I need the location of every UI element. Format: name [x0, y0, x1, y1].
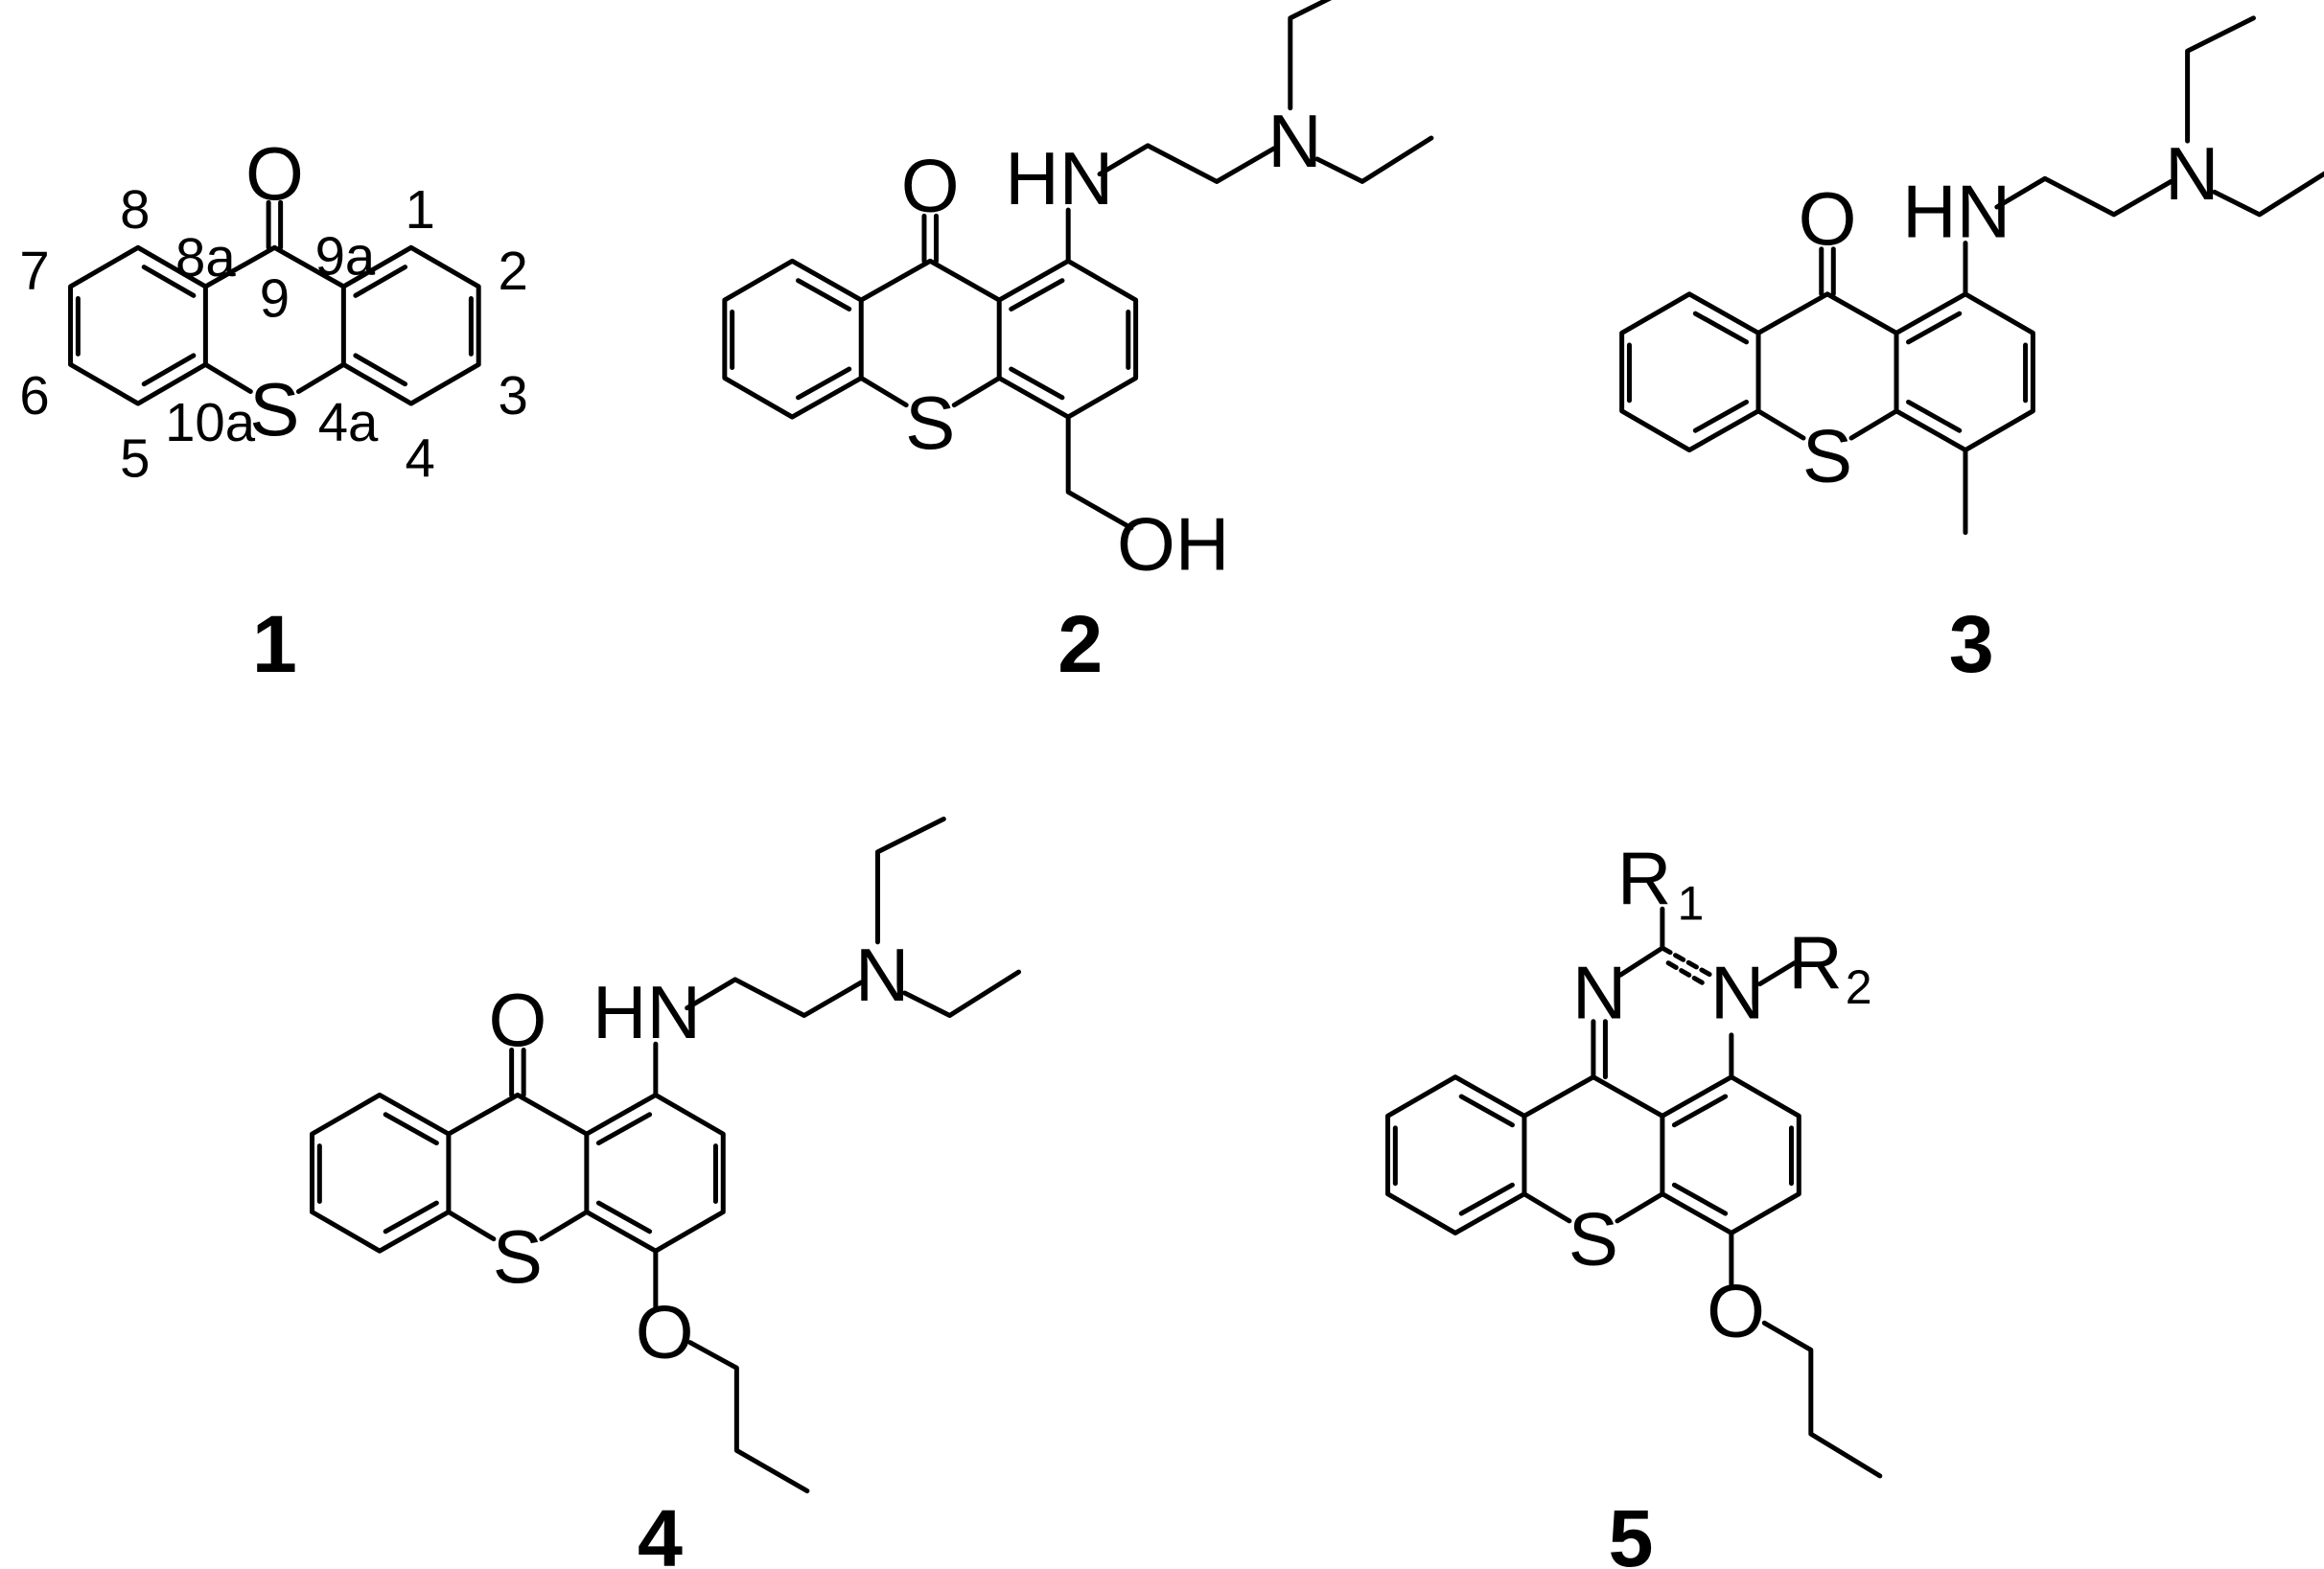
compound-1-position-4: 4 [406, 428, 435, 489]
compound-5-ether-oxygen: O [1707, 1268, 1765, 1352]
compound-2-label: 2 [1057, 599, 1103, 689]
compound-1-position-3: 3 [499, 365, 528, 426]
compound-1-position-2: 2 [499, 241, 528, 301]
compound-3-label: 3 [1949, 599, 1994, 689]
svg-text:2: 2 [1846, 960, 1872, 1014]
compound-2-sulfur: S [905, 381, 955, 465]
svg-text:R: R [1788, 920, 1843, 1004]
compound-1-carbonyl-oxygen: O [245, 131, 304, 216]
svg-text:1: 1 [1678, 876, 1705, 930]
compound-4-ether-oxygen: O [636, 1289, 694, 1373]
svg-text:R: R [1617, 837, 1672, 921]
compound-1-position-6: 6 [19, 365, 49, 426]
compound-1-sulfur: S [249, 367, 299, 451]
compound-5-label: 5 [1609, 1493, 1654, 1569]
compound-2-structure: O S HN N OH [722, 0, 1434, 587]
compound-4-structure: O S HN N O [309, 816, 1022, 1494]
compound-3-carbonyl-oxygen: O [1799, 176, 1857, 261]
compound-3-amine-n: N [2165, 131, 2219, 216]
compound-5-ring-nitrogen-left: N [1572, 951, 1627, 1035]
compound-5-sulfur: S [1569, 1196, 1618, 1281]
compound-5-substituent-r2: R 2 [1788, 920, 1871, 1014]
compound-2-amine-n: N [1267, 99, 1322, 183]
compound-1-position-5: 5 [120, 428, 150, 489]
compound-2-carbonyl-oxygen: O [901, 144, 960, 228]
compound-1-position-1: 1 [406, 179, 435, 240]
compound-1-position-10a: 10a [165, 392, 256, 452]
compound-1-position-8: 8 [120, 179, 150, 240]
compound-4-amine-nh: HN [593, 970, 701, 1054]
compound-1-label: 1 [252, 599, 297, 689]
compound-5-substituent-r1: R 1 [1617, 837, 1705, 931]
compound-4-amine-n: N [855, 933, 910, 1017]
compound-1-position-4a: 4a [318, 392, 379, 452]
compound-1-position-8a: 8a [175, 227, 236, 288]
compound-4-sulfur: S [493, 1214, 543, 1299]
compound-1-position-9: 9 [260, 267, 290, 328]
compound-4-carbonyl-oxygen: O [488, 978, 546, 1062]
compound-1-structure: O S 1 2 3 4 4a 5 6 7 8 8a 9 9a 10a [19, 131, 528, 489]
compound-1-position-7: 7 [19, 241, 49, 301]
compound-3-sulfur: S [1802, 413, 1852, 497]
compound-2-amine-nh: HN [1005, 136, 1113, 220]
compound-1-position-9a: 9a [315, 225, 376, 286]
compound-3-structure: O S HN N [1619, 15, 2324, 536]
compound-3-amine-nh: HN [1902, 169, 2010, 253]
compound-2-hydroxyl: OH [1117, 502, 1229, 587]
compound-5-ring-nitrogen-right: N [1710, 951, 1765, 1035]
compound-4-label: 4 [638, 1493, 683, 1569]
compound-5-structure: S N N O R 1 R 2 [1385, 837, 1883, 1479]
